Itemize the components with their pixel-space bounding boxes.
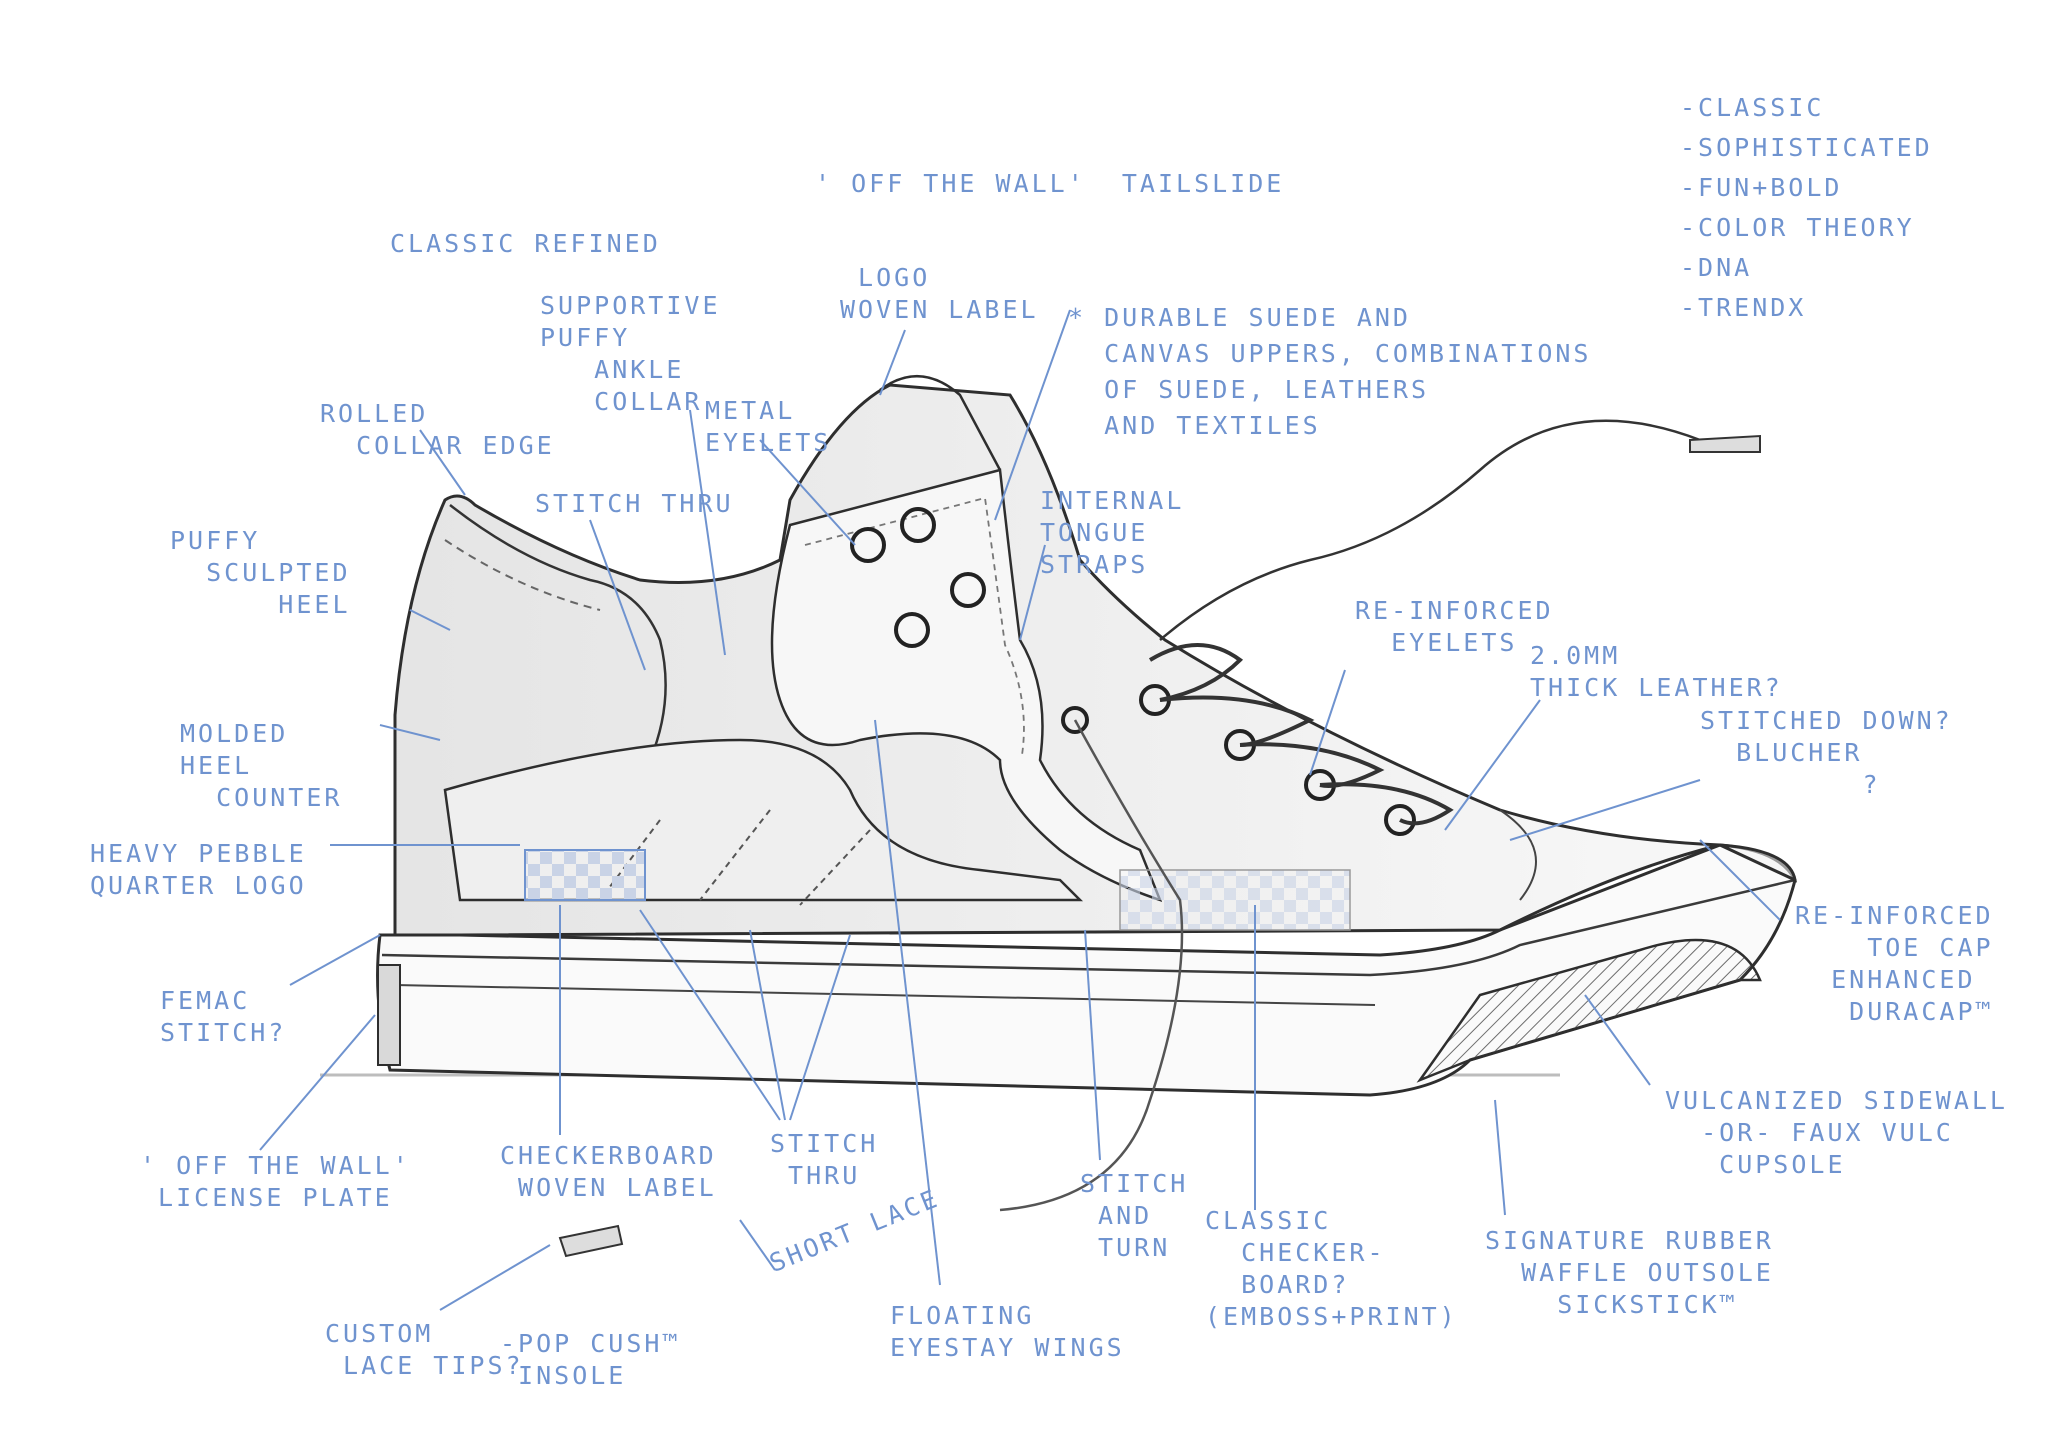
label-reinforced-eyelets: RE-INFORCED EYELETS [1355,596,1554,657]
eyelet [1384,804,1416,836]
label-classic-checkerboard: CLASSIC CHECKER- BOARD? (EMBOSS+PRINT) [1205,1206,1458,1331]
checker-patch [525,850,645,900]
label-custom-lace-tips: CUSTOM LACE TIPS? [325,1319,524,1380]
label-supportive-collar: SUPPORTIVE PUFFY ANKLE COLLAR [540,291,721,416]
label-stitch-thru-bottom: STITCH THRU [770,1129,879,1190]
lace-4 [1320,784,1450,823]
label-heavy-pebble: HEAVY PEBBLE QUARTER LOGO [90,839,307,900]
label-stitch-thru-top: STITCH THRU [535,489,734,518]
eyelet [950,572,986,608]
label-puffy-heel: PUFFY SCULPTED HEEL [170,526,351,619]
label-reinforced-toe: RE-INFORCED TOE CAP ENHANCED DURACAP™ [1795,901,1994,1026]
label-thick-leather: 2.0MM THICK LEATHER? [1530,641,1783,702]
lace-loose-end [1000,720,1182,1210]
label-metal-eyelets: METAL EYELETS [705,396,832,457]
label-vulcanized: VULCANIZED SIDEWALL -OR- FAUX VULC CUPSO… [1665,1086,2008,1179]
label-foxing-stitch: FEMAC STITCH? [160,986,287,1047]
label-stitched-down: STITCHED DOWN? BLUCHER ? [1700,706,1953,799]
label-internal-tongue: INTERNAL TONGUE STRAPS [1040,486,1185,579]
license-plate [378,965,400,1065]
label-keywords: -CLASSIC -SOPHISTICATED -FUN+BOLD -COLOR… [1680,93,1933,322]
eyestay-wing [772,470,1160,900]
eyelet [894,612,930,648]
sole-foxing-line [382,880,1795,975]
label-rolled-collar: ROLLED COLLAR EDGE [320,399,555,460]
label-durable-uppers: * DURABLE SUEDE AND CANVAS UPPERS, COMBI… [1068,303,1592,440]
label-classic-refined: CLASSIC REFINED [390,229,661,258]
label-stitch-and-turn: STITCH AND TURN [1080,1169,1189,1262]
label-off-the-wall-tailslide: ' OFF THE WALL' TAILSLIDE [815,169,1285,198]
lace-1 [1150,645,1240,700]
label-checkerboard-woven: CHECKERBOARD WOVEN LABEL [500,1141,717,1202]
lace-tip-right [1690,436,1760,452]
label-license-plate: ' OFF THE WALL' LICENSE PLATE [140,1151,411,1212]
lace-2 [1160,698,1310,746]
eyestay-stitch [805,498,1024,755]
label-floating-eyestay: FLOATING EYESTAY WINGS [890,1301,1125,1362]
label-signature-rubber: SIGNATURE RUBBER WAFFLE OUTSOLE SickStic… [1485,1226,1774,1319]
label-logo-woven-label: LOGO WOVEN LABEL [840,263,1039,324]
flowing-lace [1160,421,1700,640]
lace-tip-left [560,1226,622,1256]
label-molded-heel: MOLDED HEEL COUNTER [180,719,343,812]
eyelet [1061,706,1089,734]
label-popcush-insole: -POP CUSH™ INSOLE [500,1329,681,1390]
collar-padding [445,540,600,610]
classic-checker-panel [1120,870,1350,930]
quarter-stitch-2 [700,810,770,900]
eyelet [900,507,936,543]
